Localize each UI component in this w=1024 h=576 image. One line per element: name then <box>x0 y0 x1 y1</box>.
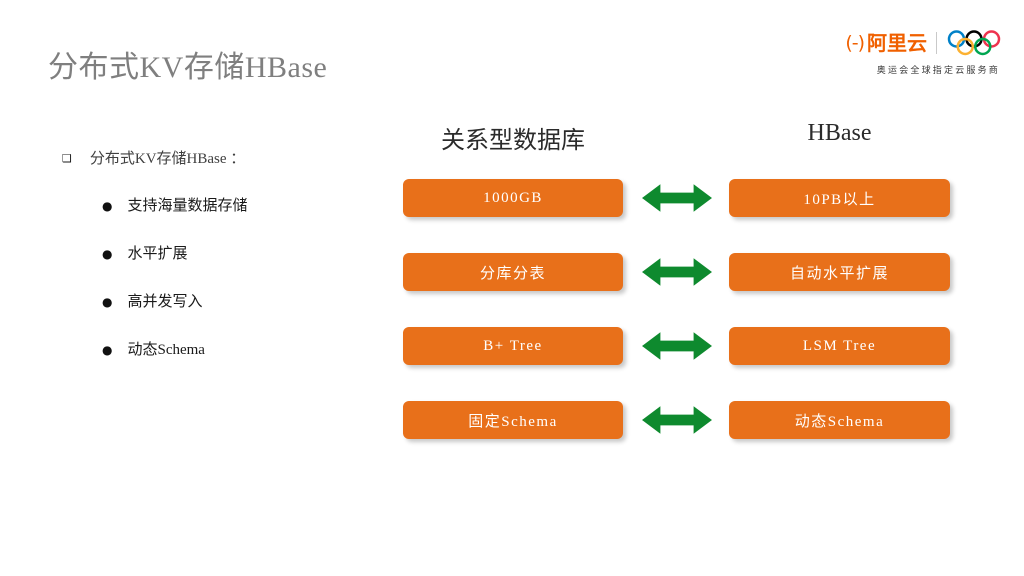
cell-hbase-scaling: 自动水平扩展 <box>729 253 950 291</box>
cell-hbase-capacity: 10PB以上 <box>729 179 950 217</box>
dot-bullet-icon: ● <box>102 247 113 261</box>
double-arrow-icon <box>639 402 715 438</box>
page-title: 分布式KV存储HBase <box>48 51 328 84</box>
cell-relational-schema: 固定Schema <box>403 401 623 439</box>
cell-relational-capacity: 1000GB <box>403 179 623 217</box>
table-row: 固定Schema 动态Schema <box>403 401 950 439</box>
brand-logo: (-) 阿里云 奥运会全球指定云服务商 <box>832 28 1002 76</box>
list-item: ● 高并发写入 <box>102 290 372 311</box>
list-item: ● 支持海量数据存储 <box>102 194 372 215</box>
square-bullet-icon: ❑ <box>62 152 72 165</box>
cloud-mark-icon: (-) <box>845 31 865 54</box>
olympic-rings-icon <box>946 29 1002 57</box>
list-item-label: 水平扩展 <box>127 246 188 262</box>
dot-bullet-icon: ● <box>102 199 113 213</box>
list-item-label: 支持海量数据存储 <box>127 198 248 214</box>
dot-bullet-icon: ● <box>102 295 113 309</box>
double-arrow-icon <box>639 328 715 364</box>
comparison-table: 关系型数据库 HBase 1000GB 10PB以上 分库分表 自动水平扩展 B… <box>403 120 950 475</box>
logo-tagline: 奥运会全球指定云服务商 <box>876 66 1000 76</box>
cell-relational-sharding: 分库分表 <box>403 253 623 291</box>
comparison-rows: 1000GB 10PB以上 分库分表 自动水平扩展 B+ Tree <box>403 179 950 439</box>
double-arrow-icon <box>639 180 715 216</box>
alibaba-cloud-logo: (-) 阿里云 <box>845 33 927 53</box>
list-item: ● 水平扩展 <box>102 242 372 263</box>
double-arrow-icon <box>639 254 715 290</box>
cell-relational-index: B+ Tree <box>403 327 623 365</box>
comparison-headers: 关系型数据库 HBase <box>403 120 950 160</box>
table-row: 1000GB 10PB以上 <box>403 179 950 217</box>
bullet-heading: ❑ 分布式KV存储HBase ： <box>62 147 372 168</box>
bullet-heading-label: 分布式KV存储HBase ： <box>89 151 246 167</box>
column-header-hbase: HBase <box>807 120 872 146</box>
bullet-list: ❑ 分布式KV存储HBase ： ● 支持海量数据存储 ● 水平扩展 ● 高并发… <box>62 147 372 386</box>
list-item-label: 高并发写入 <box>127 294 203 310</box>
list-item: ● 动态Schema <box>102 338 372 359</box>
brand-wordmark: 阿里云 <box>867 31 927 55</box>
logo-row: (-) 阿里云 <box>832 28 1002 58</box>
dot-bullet-icon: ● <box>102 343 113 357</box>
logo-divider <box>936 32 937 54</box>
table-row: 分库分表 自动水平扩展 <box>403 253 950 291</box>
table-row: B+ Tree LSM Tree <box>403 327 950 365</box>
cell-hbase-schema: 动态Schema <box>729 401 950 439</box>
list-item-label: 动态Schema <box>127 342 205 358</box>
cell-hbase-index: LSM Tree <box>729 327 950 365</box>
column-header-relational-db: 关系型数据库 <box>441 128 585 154</box>
